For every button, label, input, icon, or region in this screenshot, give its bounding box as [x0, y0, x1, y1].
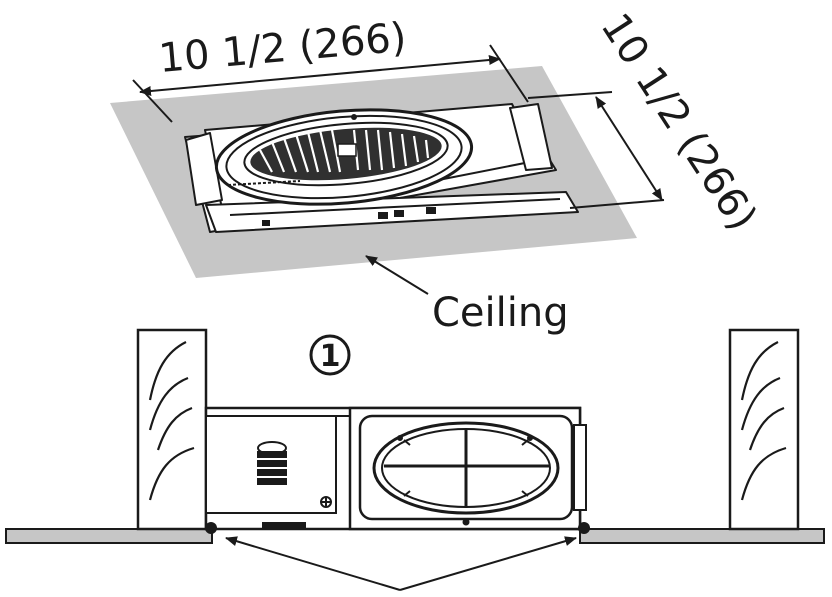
flange-arrows	[225, 536, 577, 591]
ceiling-callout-arrow	[365, 255, 429, 295]
contact-point-left	[205, 522, 217, 534]
fan-grille-top	[214, 108, 474, 226]
duct-connector	[372, 421, 560, 526]
depth-dimension	[527, 91, 665, 209]
fan-housing-side	[204, 406, 587, 531]
ceiling-board-right	[579, 528, 825, 544]
contact-point-right	[578, 522, 590, 534]
step-number: 1	[320, 339, 341, 374]
joist-right	[728, 328, 800, 531]
ceiling-board-left	[5, 528, 213, 544]
ceiling-label: Ceiling	[432, 290, 569, 336]
step-number-badge: 1	[309, 334, 351, 376]
electrical-knockout	[257, 441, 332, 508]
width-dimension	[132, 44, 529, 123]
joist-left	[136, 328, 208, 531]
